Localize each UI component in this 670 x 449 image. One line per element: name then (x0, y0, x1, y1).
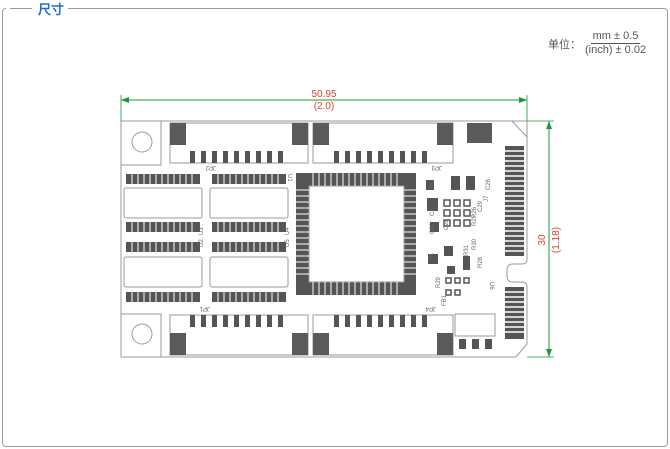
label-c28: C28 (444, 218, 450, 230)
label-r30: R30 (472, 238, 478, 250)
label-u2: U2 (199, 239, 205, 247)
label-fb1: FB1 (442, 294, 448, 306)
unit-label: 单位： (548, 37, 581, 51)
label-c29: C29 (478, 200, 484, 212)
connector-jp3 (312, 122, 454, 164)
unit-imperial: (inch) ± 0.02 (585, 44, 647, 56)
label-r26: R26 (472, 206, 478, 218)
unit-fraction: mm ± 0.5 (inch) ± 0.02 (585, 30, 646, 57)
header-dash (10, 7, 32, 9)
label-u6: U6 (488, 282, 494, 290)
chip-u2 (123, 174, 203, 232)
label-c27: C27 (430, 204, 436, 216)
edge-finger-gaps-lower (505, 291, 524, 333)
connector-jp1 (169, 314, 309, 356)
chip-u5 (209, 242, 289, 302)
label-c26: C26 (486, 178, 492, 190)
label-r29: R29 (436, 276, 442, 288)
label-r28: R28 (478, 256, 484, 268)
section-title: 尺寸 (38, 2, 65, 18)
section-header: 尺寸 (6, 0, 69, 18)
pad-cluster (443, 199, 471, 296)
label-r3: R3 (430, 182, 436, 190)
label-x1: X1 (429, 252, 435, 260)
label-c32: C32 (430, 222, 436, 234)
connector-jp4 (312, 314, 454, 356)
label-u4: U4 (285, 227, 291, 235)
height-inch-label: (1.18) (551, 227, 562, 253)
label-jp3: JP3 (431, 164, 442, 170)
height-dimension (527, 120, 554, 358)
unit-metric: mm ± 0.5 (590, 30, 641, 44)
label-u3: U3 (199, 227, 205, 235)
chip-u4 (123, 242, 203, 302)
chip-u1-qfp (296, 173, 416, 295)
label-u5: U5 (285, 239, 291, 247)
height-mm-label: 30 (537, 234, 548, 246)
pad-top-right (467, 123, 492, 143)
label-r27: R27 (472, 214, 478, 226)
width-dimension (120, 95, 528, 121)
mount-hole-top (131, 131, 153, 153)
label-jp4: JP4 (425, 305, 436, 311)
label-jp2: JP2 (205, 164, 216, 170)
mount-hole-bottom (131, 323, 153, 345)
width-mm-label: 50.95 (311, 89, 336, 100)
drawing-frame (2, 8, 668, 447)
unit-legend: 单位： mm ± 0.5 (inch) ± 0.02 (548, 30, 646, 57)
edge-finger-gaps-upper (505, 150, 524, 252)
width-inch-label: (2.0) (314, 101, 335, 112)
label-u1: U1 (286, 174, 292, 182)
chip-u3 (209, 174, 289, 232)
label-j7: J7 (484, 195, 490, 202)
component-u6 (454, 313, 496, 337)
label-jp1: JP1 (199, 305, 210, 311)
connector-jp2 (169, 122, 309, 164)
soic-pin-gaps (131, 174, 279, 302)
edge-fingers-lower (505, 287, 524, 339)
label-r31: R31 (464, 244, 470, 256)
edge-notch-top (511, 120, 528, 138)
